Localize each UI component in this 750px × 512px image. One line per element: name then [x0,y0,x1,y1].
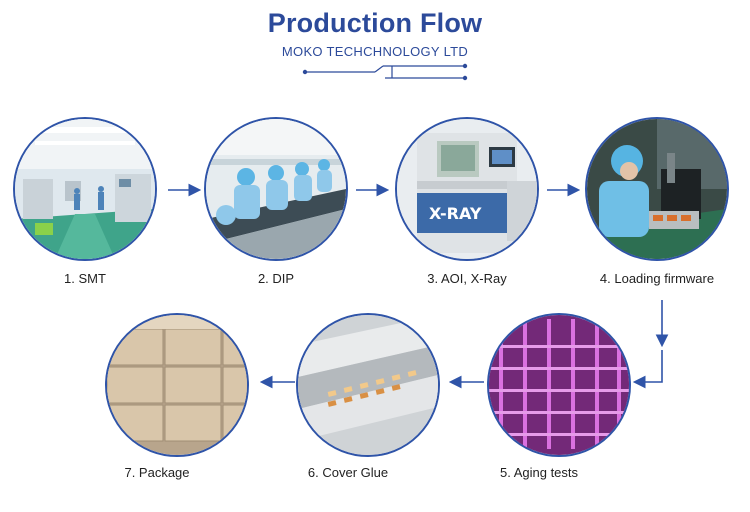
svg-text:X-RAY: X-RAY [429,204,482,223]
page-title: Production Flow [267,8,483,38]
circuit-line-decoration [302,63,468,81]
step-package-photo [105,313,249,457]
step-aging-tests-photo [487,313,631,457]
step-smt-photo [13,117,157,261]
step-label-package: 7. Package [124,465,190,480]
step-label-cover-glue: 6. Cover Glue [307,465,389,480]
arrow-4-5-return [632,350,663,389]
step-loading-firmware-photo [585,117,729,261]
company-name: MOKO TECHCHNOLOGY LTD [281,44,469,59]
step-label-aging-tests: 5. Aging tests [499,465,579,480]
step-label-loading-firmware: 4. Loading firmware [599,271,715,286]
step-label-smt: 1. SMT [64,271,106,286]
step-dip-photo [204,117,348,261]
step-aoi-xray-photo: X-RAY [395,117,539,261]
step-label-aoi-xray: 3. AOI, X-Ray [427,271,507,286]
step-label-dip: 2. DIP [257,271,295,286]
step-cover-glue-photo [296,313,440,457]
